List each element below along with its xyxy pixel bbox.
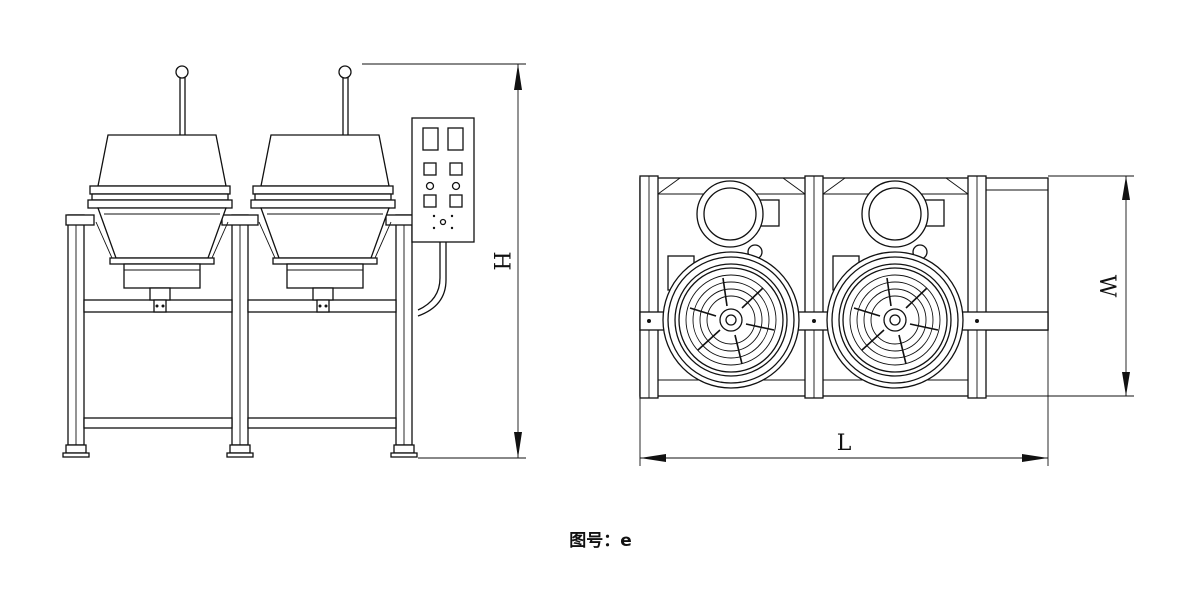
length-label: L [837, 431, 852, 456]
length-dimension [639, 330, 1049, 466]
front-view [62, 63, 526, 459]
figure-caption: 图号：e [569, 531, 632, 551]
top-view [639, 175, 1134, 466]
top-unit-2 [826, 180, 964, 389]
width-label: W [1094, 275, 1119, 298]
top-unit-1 [662, 180, 800, 389]
height-label: H [488, 251, 513, 270]
frame-legs [62, 214, 418, 458]
control-panel [411, 117, 475, 317]
kettle-1 [87, 65, 233, 313]
width-dimension [986, 175, 1134, 397]
height-dimension [362, 63, 526, 459]
kettle-2 [250, 65, 396, 313]
